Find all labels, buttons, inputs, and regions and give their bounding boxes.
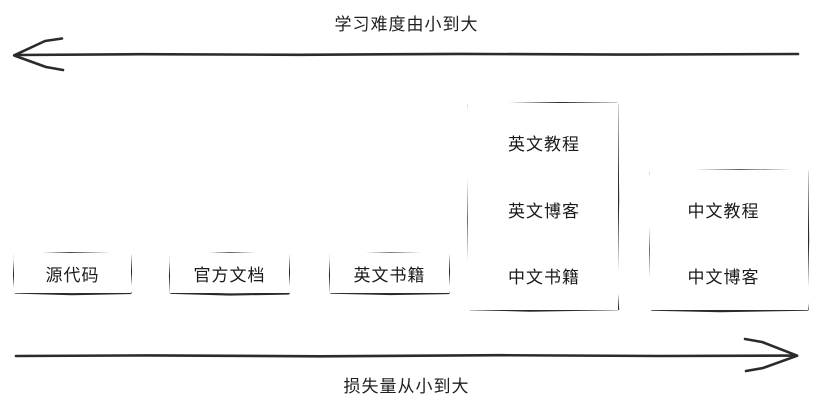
node-english-books[interactable]: 英文书籍	[330, 253, 449, 293]
node-english-blog[interactable]: 英文博客	[488, 190, 600, 228]
node-chinese-blog[interactable]: 中文博客	[662, 256, 785, 294]
node-english-tutorial[interactable]: 英文教程	[488, 123, 600, 161]
node-chinese-books[interactable]: 中文书籍	[488, 256, 600, 294]
node-chinese-tutorial[interactable]: 中文教程	[662, 190, 785, 228]
top-axis-caption: 学习难度由小到大	[334, 15, 479, 35]
bottom-axis-arrow	[14, 337, 799, 373]
node-official-docs[interactable]: 官方文档	[170, 253, 289, 293]
top-axis-arrow	[12, 37, 800, 72]
node-source-code[interactable]: 源代码	[14, 253, 131, 293]
bottom-axis-caption: 损失量从小到大	[343, 377, 470, 397]
